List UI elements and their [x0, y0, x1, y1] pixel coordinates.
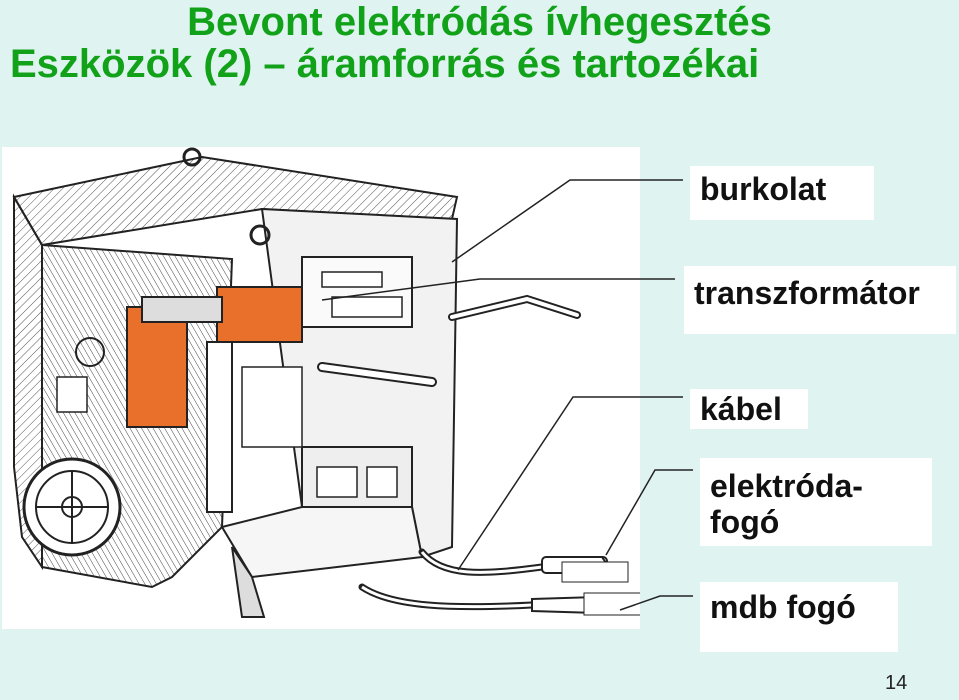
label-kabel: kábel [690, 389, 808, 429]
label-burkolat: burkolat [690, 166, 874, 220]
leader-mdbfogo [620, 596, 693, 610]
label-elektrodafogo: elektróda- fogó [700, 458, 932, 546]
page-number: 14 [885, 672, 907, 695]
leader-kabel [458, 397, 683, 570]
leader-elektrodafogo [606, 470, 693, 555]
label-elektrodafogo-line2: fogó [710, 504, 922, 540]
label-elektrodafogo-line1: elektróda- [710, 468, 922, 504]
leader-burkolat [452, 180, 683, 262]
label-transzformator: transzformátor [684, 266, 956, 334]
leader-transzformator [322, 279, 675, 300]
label-mdb-fogo: mdb fogó [700, 582, 898, 652]
